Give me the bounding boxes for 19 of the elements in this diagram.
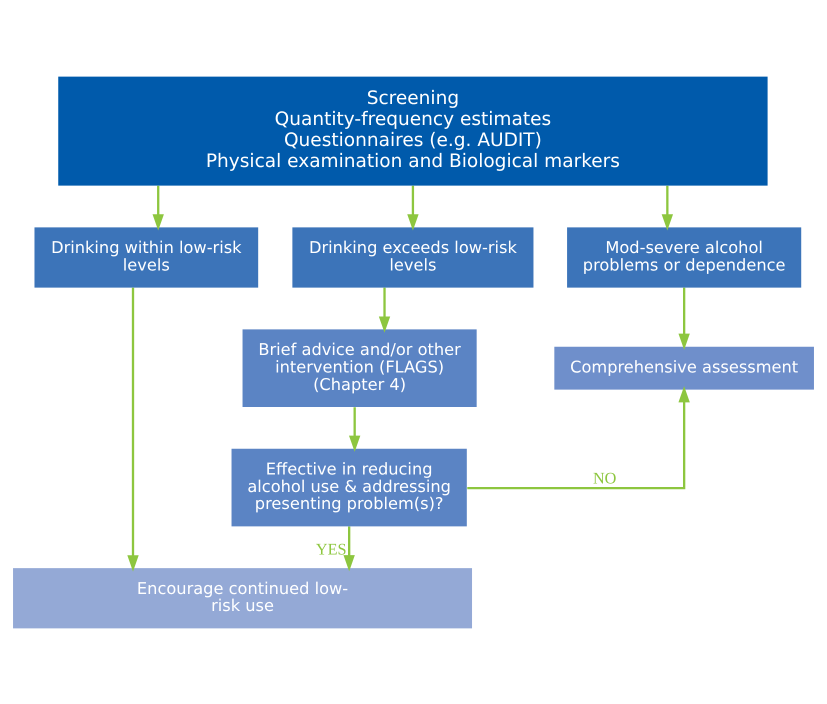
- arrow: [662, 185, 674, 230]
- arrow: [407, 185, 419, 230]
- arrow: [378, 287, 390, 332]
- node-box: Drinking within low-risk levels: [34, 226, 258, 288]
- arrow: [348, 406, 360, 452]
- arrow: [152, 185, 164, 230]
- arrow: [678, 287, 690, 350]
- node-box: Mod-severe alcohol problems or dependence: [567, 226, 802, 288]
- edge-label: YES: [316, 540, 347, 558]
- node-box: Brief advice and/or other intervention (FLAGS) (Chapter 4): [242, 328, 477, 406]
- arrow: [127, 287, 139, 572]
- node-box: Effective in reducing alcohol use & addressing presenting problem(s)?: [232, 448, 467, 526]
- arrow: [467, 386, 690, 489]
- node-box: Drinking exceeds low-risk levels: [292, 226, 534, 288]
- node-box: Encourage continued low-risk use: [13, 568, 472, 628]
- edge-label: NO: [592, 469, 616, 488]
- arrow: [343, 526, 355, 571]
- node-box: Screening Quantity-frequency estimates Questionnaires (e.g. AUDIT) Physical examination and Biological markers: [58, 76, 768, 186]
- node-box: Comprehensive assessment: [554, 346, 814, 390]
